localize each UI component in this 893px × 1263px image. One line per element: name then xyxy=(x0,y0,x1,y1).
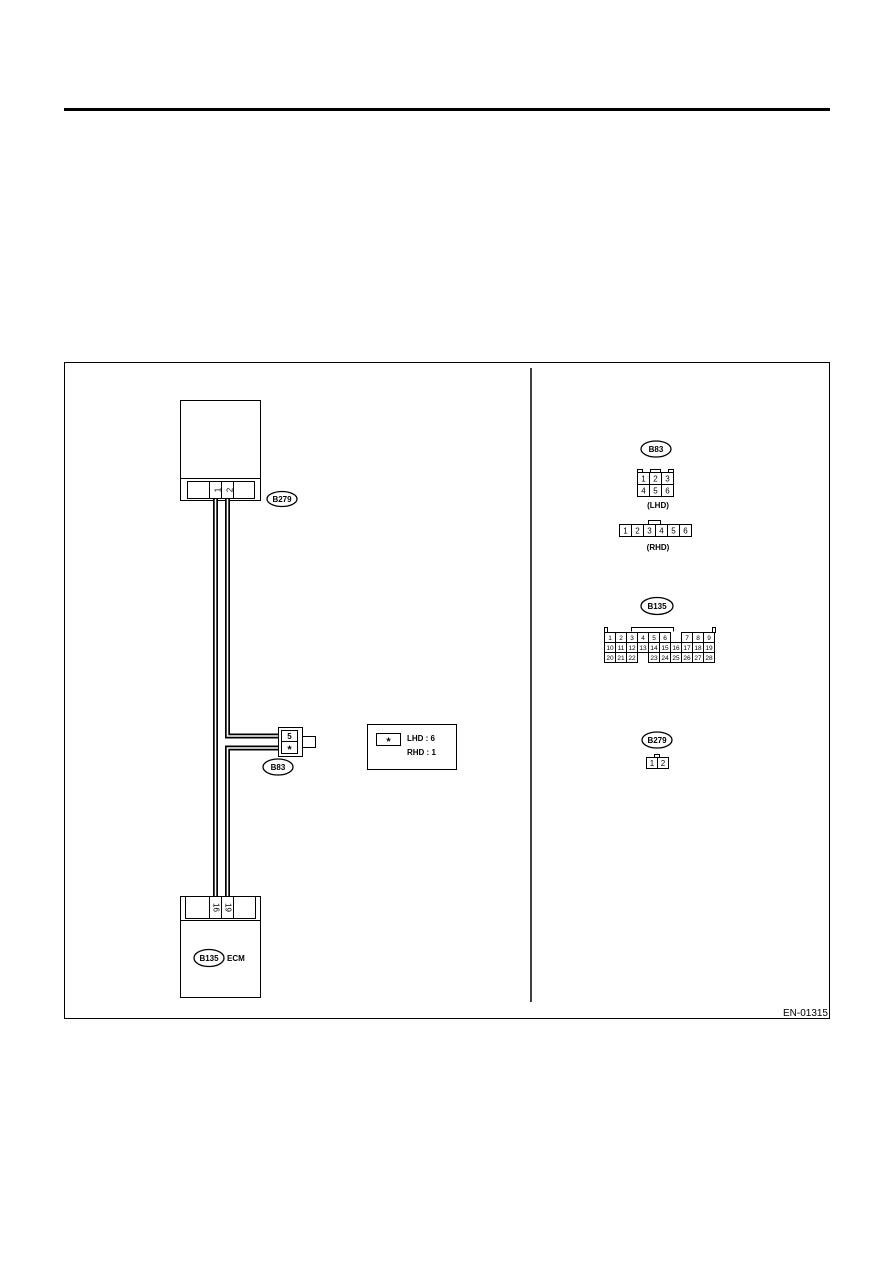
face-b135-pin-14: 14 xyxy=(650,645,658,652)
face-b83-lhd-pin-2: 2 xyxy=(653,474,658,483)
face-b135-pin-24: 24 xyxy=(661,655,669,662)
b279-component: 1 2 B279 xyxy=(180,400,298,508)
ecm-component: 16 19 B135 ECM xyxy=(180,896,261,998)
circuit-panel: 1 2 B279 5 * B83 * xyxy=(180,400,457,998)
face-b135-pin-18: 18 xyxy=(694,645,702,652)
face-b135-pin-17: 17 xyxy=(683,645,691,652)
face-b279-pin-1: 1 xyxy=(650,759,655,768)
wire-b279-2-to-b83-5 xyxy=(225,499,279,739)
face-b135-pin-25: 25 xyxy=(672,655,680,662)
note-symbol: * xyxy=(386,736,391,748)
face-b135-pin-13: 13 xyxy=(639,645,647,652)
face-b279-pin-2-cell xyxy=(657,757,669,769)
face-b279-pin-2: 2 xyxy=(661,759,666,768)
face-b83-rhd-latch xyxy=(648,520,661,525)
face-b135-pin-22: 22 xyxy=(628,655,636,662)
face-b135-pin-7: 7 xyxy=(685,635,689,642)
b83-component: 5 * B83 xyxy=(262,727,316,776)
note-symbol-box xyxy=(376,733,401,746)
face-b135-pin-15: 15 xyxy=(661,645,669,652)
face-b135-pin-26: 26 xyxy=(683,655,691,662)
b83-connector-oval xyxy=(262,758,294,776)
ecm-pin-19: 19 xyxy=(223,903,232,912)
wire-harness xyxy=(213,499,279,896)
b83-pin-star: * xyxy=(287,744,292,756)
ecm-pin-16: 16 xyxy=(211,903,220,912)
face-b83-oval xyxy=(640,440,672,458)
face-b83-lhd-pin-3: 3 xyxy=(665,474,670,483)
face-b135-pin-12: 12 xyxy=(628,645,636,652)
face-b83-lhd-pin-6: 6 xyxy=(665,486,670,495)
b135-connector-label: B135 xyxy=(199,954,219,963)
ecm-pin-cell-19 xyxy=(221,896,234,919)
face-b83-label: B83 xyxy=(649,445,664,454)
face-b135-pin-23: 23 xyxy=(650,655,658,662)
note-rhd: RHD : 1 xyxy=(407,748,436,757)
b83-pin-5: 5 xyxy=(287,732,292,741)
face-b135-pin-16: 16 xyxy=(672,645,680,652)
face-b83-rhd-pin-5: 5 xyxy=(671,526,676,535)
face-b135-pin-11: 11 xyxy=(618,645,625,652)
face-b135-oval xyxy=(640,596,674,616)
ecm-name: ECM xyxy=(227,954,245,963)
face-b135-latch xyxy=(631,627,674,632)
face-b83-rhd-pin-6: 6 xyxy=(683,526,688,535)
face-b83-rhd-pin-4: 4 xyxy=(659,526,664,535)
b279-connector-oval xyxy=(266,490,298,508)
note-frame xyxy=(367,724,457,770)
face-b135-pin-5: 5 xyxy=(652,635,656,642)
diagram-frame xyxy=(64,362,830,1019)
face-b83-rhd-caption: (RHD) xyxy=(647,543,670,552)
face-b83-rhd-pin-6-cell xyxy=(679,524,692,537)
face-b83-lhd-pin-4: 4 xyxy=(641,486,646,495)
face-b135-pin-21: 21 xyxy=(617,655,625,662)
face-b279-label: B279 xyxy=(647,736,667,745)
b279-connector-label: B279 xyxy=(272,495,292,504)
face-b135-pin-10: 10 xyxy=(606,645,614,652)
b279-pin-2: 2 xyxy=(226,487,235,492)
face-b83-lhd-pin-6-cell xyxy=(661,484,674,497)
face-b135-pin-1: 1 xyxy=(608,635,612,642)
b135-connector-oval xyxy=(193,948,225,968)
b83-latch xyxy=(302,736,316,748)
face-b135-label: B135 xyxy=(647,602,667,611)
face-b135-pin-9: 9 xyxy=(707,635,711,642)
face-b135-pin-19: 19 xyxy=(705,645,713,652)
b279-pin-cell-2 xyxy=(221,481,234,499)
face-b83-lhd-pin-5: 5 xyxy=(653,486,658,495)
note-lhd: LHD : 6 xyxy=(407,734,436,743)
face-b135-pin-6: 6 xyxy=(663,635,667,642)
face-b135-pin-28: 28 xyxy=(705,655,713,662)
face-b135-pin-28-cell xyxy=(703,652,715,663)
face-b83-rhd-pin-2: 2 xyxy=(635,526,640,535)
b83-pin-cell-star xyxy=(281,741,298,754)
b279-pin-1: 1 xyxy=(214,487,223,492)
face-b135-pin-2: 2 xyxy=(619,635,623,642)
face-b135-pin-27: 27 xyxy=(694,655,702,662)
face-b135-pin-3: 3 xyxy=(630,635,634,642)
face-b83-rhd-pin-3: 3 xyxy=(647,526,652,535)
header-rule xyxy=(64,108,830,111)
note-box: * LHD : 6 RHD : 1 xyxy=(367,724,457,770)
face-b83-rhd-pin-1: 1 xyxy=(623,526,628,535)
b83-connector-label: B83 xyxy=(271,763,286,772)
figure-id: EN-01315 xyxy=(783,1008,828,1019)
face-b83-lhd-pin-1: 1 xyxy=(641,474,646,483)
face-b135-pin-8: 8 xyxy=(696,635,700,642)
face-b279-oval xyxy=(641,731,673,749)
face-b83-lhd-caption: (LHD) xyxy=(647,501,669,510)
face-b135-pin-20: 20 xyxy=(606,655,614,662)
face-b135-pin-4: 4 xyxy=(641,635,645,642)
face-b135-pin-22-cell xyxy=(626,652,638,663)
